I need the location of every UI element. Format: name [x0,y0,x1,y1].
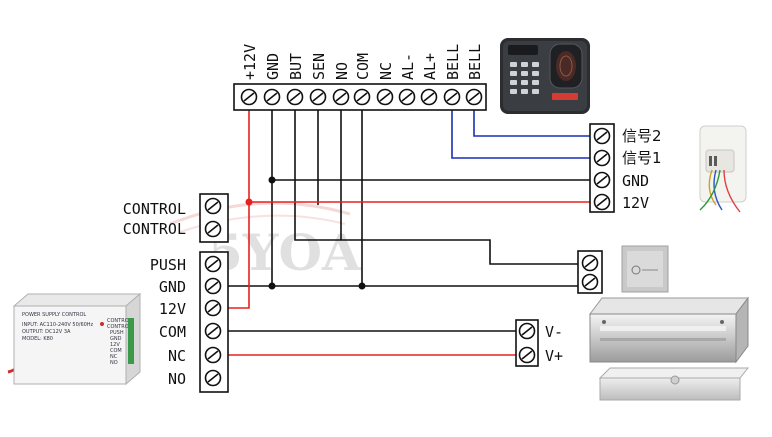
psu-side-label: GND [110,336,122,342]
exit-button-terminal-block [577,250,603,294]
junction-dot [268,176,276,184]
lock-terminal-block [515,319,539,367]
doorbell-terminal-block [589,123,615,213]
terminal-label: 12V [159,300,186,318]
terminal-label: +12V [241,44,259,80]
terminal-label: NO [333,62,351,80]
left-terminal-block [199,251,229,393]
com-wire [361,97,578,287]
terminal-label: AL+ [421,53,439,80]
power-supply-box-icon: POWER SUPPLY CONTROL INPUT: AC110-240V 5… [12,292,142,386]
psu-side-label: 12V [110,342,120,348]
psu-line: MODEL: K80 [22,336,53,342]
control-label: CONTROL [123,220,186,238]
psu-side-labels: CONTROL CONTROL PUSH GND 12V COM NC NO [107,318,132,366]
top-terminal-labels: +12V GND BUT SEN NO COM NC AL- AL+ BELL … [241,44,484,80]
terminal-label: GND [622,172,649,190]
control-label: CONTROL [123,200,186,218]
psu-line: INPUT: AC110-240V 50/60Hz [22,322,94,328]
terminal-label: COM [159,323,186,341]
doorbell-icon [699,125,747,213]
terminal-label: NC [168,347,186,365]
terminal-label: 信号2 [622,127,662,145]
terminal-label: GND [264,53,282,80]
terminal-label: BUT [287,53,305,80]
terminal-label: GND [159,278,186,296]
control-terminal-block [199,193,229,243]
psu-side-label: CONTROL [107,324,132,330]
terminal-label: COM [354,53,372,80]
magnetic-lock-icon [589,296,750,401]
psu-side-label: CONTROL [107,318,132,324]
terminal-label: V+ [545,347,563,365]
terminal-label: BELL [466,44,484,80]
terminal-label: 12V [622,194,649,212]
junction-dots [245,176,366,290]
psu-side-label: COM [110,348,122,354]
junction-dot [245,198,253,206]
terminal-label: PUSH [150,256,186,274]
terminal-label: NC [377,62,395,80]
psu-line: OUTPUT: DC12V 3A [22,329,71,335]
but-wire [294,97,578,265]
terminal-label: NO [168,370,186,388]
junction-dot [358,282,366,290]
psu-title: POWER SUPPLY CONTROL [22,312,86,318]
terminal-label: SEN [310,53,328,80]
terminal-label: V- [545,323,563,341]
doorbell-terminal-labels: 信号2 信号1 GND 12V [622,127,662,212]
bell-wire-1 [451,97,590,159]
watermark-text: 5YOA [208,223,362,282]
terminal-label: BELL [444,44,462,80]
terminal-label: AL- [399,53,417,80]
terminal-label: 信号1 [622,149,662,167]
left-terminal-labels: PUSH GND 12V COM NC NO [150,256,186,388]
exit-button-icon [621,245,669,293]
junction-dot [268,282,276,290]
psu-side-label: NC [110,354,118,360]
psu-side-label: NO [110,360,118,366]
fingerprint-reader-icon [500,38,590,114]
psu-side-label: PUSH [110,330,124,336]
top-terminal-strip [233,83,487,111]
